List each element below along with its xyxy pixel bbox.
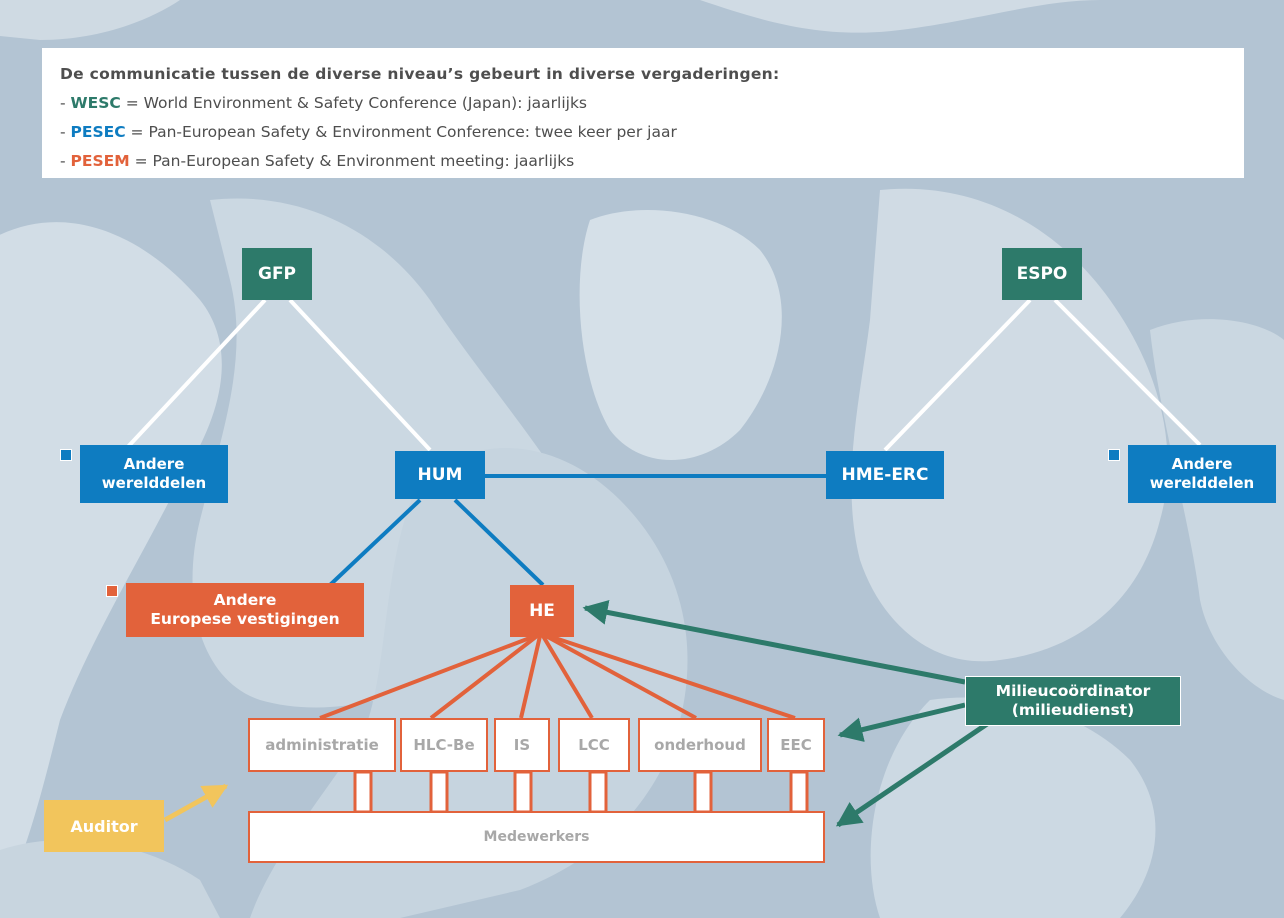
- link-espo-hme: [883, 298, 1032, 452]
- node-andere-europese-vestigingen: Andere Europese vestigingen: [126, 583, 364, 637]
- legend-prefix: -: [60, 152, 71, 170]
- link-he-is: [519, 635, 542, 719]
- link-gfp-andere: [123, 298, 267, 452]
- node-milieucoordinator: Milieucoördinator (milieudienst): [965, 676, 1181, 726]
- dept-connector: [429, 770, 449, 814]
- node-medewerkers: Medewerkers: [248, 811, 825, 863]
- link-espo-andere: [1053, 298, 1202, 447]
- node-hme-erc: HME-ERC: [826, 451, 944, 499]
- dept-connector: [353, 770, 373, 814]
- dept-connector: [693, 770, 713, 814]
- dept-is: IS: [494, 718, 550, 772]
- marker-andere-europese: [106, 585, 118, 597]
- link-he-onderhoud: [545, 634, 697, 720]
- arrow-milieu-medewerkers: [835, 719, 992, 828]
- legend-text-wesc: = World Environment & Safety Conference …: [120, 94, 587, 112]
- legend-abbr-pesem: PESEM: [70, 152, 130, 170]
- legend-prefix: -: [60, 123, 71, 141]
- arrow-milieu-he: [582, 600, 966, 685]
- link-he-lcc: [541, 634, 594, 720]
- node-auditor: Auditor: [44, 800, 164, 852]
- link-gfp-hum: [288, 298, 432, 452]
- link-hum-he: [453, 498, 545, 587]
- dept-eec: EEC: [767, 718, 825, 772]
- link-hum-andere-europese: [328, 498, 422, 587]
- node-andere-werelddelen-right: Andere werelddelen: [1128, 445, 1276, 503]
- dept-connector: [789, 770, 809, 814]
- dept-hlc-be: HLC-Be: [400, 718, 488, 772]
- legend-item-pesec: - PESEC = Pan-European Safety & Environm…: [60, 118, 1226, 147]
- node-andere-werelddelen-left: Andere werelddelen: [80, 445, 228, 503]
- node-gfp: GFP: [242, 248, 312, 300]
- arrow-milieu-eec: [837, 702, 966, 742]
- dept-onderhoud: onderhoud: [638, 718, 762, 772]
- link-he-hlc: [429, 634, 539, 720]
- legend-prefix: -: [60, 94, 71, 112]
- marker-andere-right: [1108, 449, 1120, 461]
- dept-connector: [513, 770, 533, 814]
- legend-abbr-pesec: PESEC: [70, 123, 126, 141]
- link-he-eec: [548, 634, 796, 720]
- node-hum: HUM: [395, 451, 485, 499]
- legend-item-pesem: - PESEM = Pan-European Safety & Environm…: [60, 147, 1226, 176]
- legend-text-pesec: = Pan-European Safety & Environment Conf…: [125, 123, 677, 141]
- legend-title: De communicatie tussen de diverse niveau…: [60, 65, 780, 83]
- marker-andere-left: [60, 449, 72, 461]
- node-espo: ESPO: [1002, 248, 1082, 300]
- dept-connector: [588, 770, 608, 814]
- node-he: HE: [510, 585, 574, 637]
- legend-box: De communicatie tussen de diverse niveau…: [42, 48, 1244, 178]
- dept-lcc: LCC: [558, 718, 630, 772]
- legend-text-pesem: = Pan-European Safety & Environment meet…: [129, 152, 575, 170]
- legend-abbr-wesc: WESC: [70, 94, 121, 112]
- legend-item-wesc: - WESC = World Environment & Safety Conf…: [60, 89, 1226, 118]
- link-he-administratie: [319, 634, 536, 720]
- arrow-auditor: [163, 783, 229, 823]
- dept-administratie: administratie: [248, 718, 396, 772]
